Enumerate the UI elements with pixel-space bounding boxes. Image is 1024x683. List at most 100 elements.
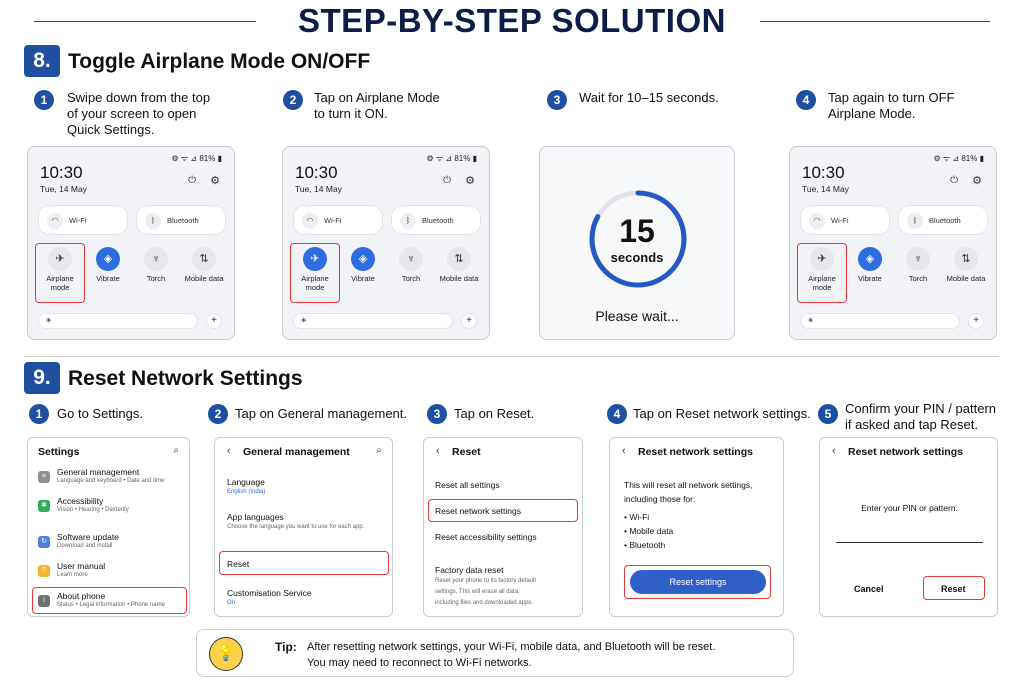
mobile-data-tile[interactable]: ⇅ Mobile data <box>184 247 224 283</box>
plus-icon[interactable]: + <box>968 313 984 329</box>
search-icon[interactable]: ⌕ <box>173 445 179 456</box>
section-9-title: Reset Network Settings <box>68 367 303 390</box>
reset-settings-button[interactable]: Reset settings <box>630 570 766 594</box>
page-title: STEP-BY-STEP SOLUTION <box>298 2 726 39</box>
screen-title: Reset <box>452 446 481 458</box>
torch-icon: ♆ <box>144 247 168 271</box>
airplane-icon: ✈ <box>303 247 327 271</box>
brightness-slider[interactable]: ☀ <box>293 313 453 329</box>
airplane-label: Airplane mode <box>808 274 836 292</box>
reset-button[interactable]: Reset <box>941 584 966 594</box>
plus-icon[interactable]: + <box>206 313 222 329</box>
brightness-slider[interactable]: ☀ <box>38 313 198 329</box>
item-subtitle: English (India) <box>227 489 266 495</box>
airplane-label: Airplane mode <box>301 274 329 292</box>
back-icon[interactable]: ‹ <box>622 445 626 457</box>
general-item-reset[interactable]: Reset <box>227 559 250 569</box>
software-update-icon: ↻ <box>38 536 50 548</box>
status-bar: ⚙ ᯤ ⊿ 81% ▮ <box>171 154 222 163</box>
network-desc-line: including those for: <box>624 494 696 504</box>
reset-accessibility-settings[interactable]: Reset accessibility settings <box>435 532 537 542</box>
vibrate-label: Vibrate <box>858 274 882 283</box>
s9-step-2-number: 2 <box>208 404 228 424</box>
gear-icon[interactable]: ⚙ <box>465 175 475 187</box>
search-icon[interactable]: ⌕ <box>376 445 382 456</box>
gear-icon[interactable]: ⚙ <box>972 175 982 187</box>
s9-step-3-number: 3 <box>427 404 447 424</box>
item-title: User manual <box>57 561 106 571</box>
torch-label: Torch <box>401 274 421 283</box>
mobile-data-label: Mobile data <box>184 274 224 283</box>
countdown-unit: seconds <box>610 250 664 265</box>
section-8-badge: 8. <box>24 45 60 77</box>
wifi-toggle[interactable]: ◠ Wi-Fi <box>38 205 128 235</box>
torch-tile[interactable]: ♆ Torch <box>136 247 176 283</box>
torch-tile[interactable]: ♆ Torch <box>898 247 938 283</box>
clock: 10:30 <box>802 163 845 182</box>
reset-all-settings[interactable]: Reset all settings <box>435 480 500 490</box>
sun-icon: ☀ <box>300 316 308 325</box>
item-title: Language <box>227 477 265 487</box>
back-icon[interactable]: ‹ <box>227 445 231 457</box>
item-subtitle: Choose the language you want to use for … <box>227 524 365 530</box>
power-icon[interactable]: ⏻ <box>950 175 958 186</box>
airplane-icon: ✈ <box>48 247 72 271</box>
header-rule-left <box>34 21 256 22</box>
gear-icon[interactable]: ⚙ <box>210 175 220 187</box>
screen-title: Reset network settings <box>638 446 753 458</box>
bluetooth-icon: ᛒ <box>145 213 161 229</box>
tip-box: 💡 Tip: After resetting network settings,… <box>196 629 794 677</box>
quick-panel-step-1: ⚙ ᯤ ⊿ 81% ▮ 10:30 Tue, 14 May ⏻ ⚙ ◠ Wi-F… <box>27 146 235 340</box>
pin-input-line[interactable] <box>836 542 983 543</box>
power-icon[interactable]: ⏻ <box>188 175 196 186</box>
back-icon[interactable]: ‹ <box>436 445 440 457</box>
plus-icon[interactable]: + <box>461 313 477 329</box>
airplane-tile[interactable]: ✈ Airplane mode <box>295 247 335 292</box>
screen-title: General management <box>243 446 350 458</box>
mobile-data-label: Mobile data <box>439 274 479 283</box>
tip-label: Tip: <box>275 640 297 654</box>
item-title: General management <box>57 467 140 477</box>
item-subtitle: Download and install <box>57 543 113 549</box>
torch-tile[interactable]: ♆ Torch <box>391 247 431 283</box>
s8-step-2-number: 2 <box>283 90 303 110</box>
mobile-data-tile[interactable]: ⇅ Mobile data <box>946 247 986 283</box>
bluetooth-toggle[interactable]: ᛒ Bluetooth <box>391 205 481 235</box>
back-icon[interactable]: ‹ <box>832 445 836 457</box>
airplane-tile[interactable]: ✈ Airplane mode <box>40 247 80 292</box>
vibrate-tile[interactable]: ◈ Vibrate <box>343 247 383 283</box>
cancel-button[interactable]: Cancel <box>854 584 884 594</box>
power-icon[interactable]: ⏻ <box>443 175 451 186</box>
item-subtitle: Language and keyboard • Date and time <box>57 478 165 484</box>
wifi-toggle[interactable]: ◠ Wi-Fi <box>293 205 383 235</box>
vibrate-tile[interactable]: ◈ Vibrate <box>850 247 890 283</box>
network-bullet: • Bluetooth <box>624 540 666 550</box>
wifi-toggle[interactable]: ◠ Wi-Fi <box>800 205 890 235</box>
reset-network-screen: ‹ Reset network settings This will reset… <box>609 437 784 617</box>
vibrate-icon: ◈ <box>96 247 120 271</box>
section-divider <box>24 356 999 357</box>
quick-panel-step-2: ⚙ ᯤ ⊿ 81% ▮ 10:30 Tue, 14 May ⏻ ⚙ ◠ Wi-F… <box>282 146 490 340</box>
tip-text-line-1: After resetting network settings, your W… <box>307 641 716 653</box>
bluetooth-toggle[interactable]: ᛒ Bluetooth <box>136 205 226 235</box>
airplane-label: Airplane mode <box>46 274 74 292</box>
s8-step-4-number: 4 <box>796 90 816 110</box>
user-manual-icon: ? <box>38 565 50 577</box>
reset-network-settings[interactable]: Reset network settings <box>435 506 521 516</box>
item-desc-line: Reset your phone to its factory default <box>435 578 537 584</box>
brightness-slider[interactable]: ☀ <box>800 313 960 329</box>
airplane-highlight <box>35 243 85 303</box>
sun-icon: ☀ <box>45 316 53 325</box>
reset-settings-highlight <box>624 565 771 599</box>
item-title: App languages <box>227 512 284 522</box>
bluetooth-label: Bluetooth <box>167 216 199 225</box>
bluetooth-toggle[interactable]: ᛒ Bluetooth <box>898 205 988 235</box>
vibrate-tile[interactable]: ◈ Vibrate <box>88 247 128 283</box>
s9-step-5-number: 5 <box>818 404 838 424</box>
quick-panel-step-4: ⚙ ᯤ ⊿ 81% ▮ 10:30 Tue, 14 May ⏻ ⚙ ◠ Wi-F… <box>789 146 997 340</box>
airplane-tile[interactable]: ✈ Airplane mode <box>802 247 842 292</box>
vibrate-icon: ◈ <box>858 247 882 271</box>
settings-screen: Settings ⌕ ≡ General management Language… <box>27 437 190 617</box>
mobile-data-tile[interactable]: ⇅ Mobile data <box>439 247 479 283</box>
